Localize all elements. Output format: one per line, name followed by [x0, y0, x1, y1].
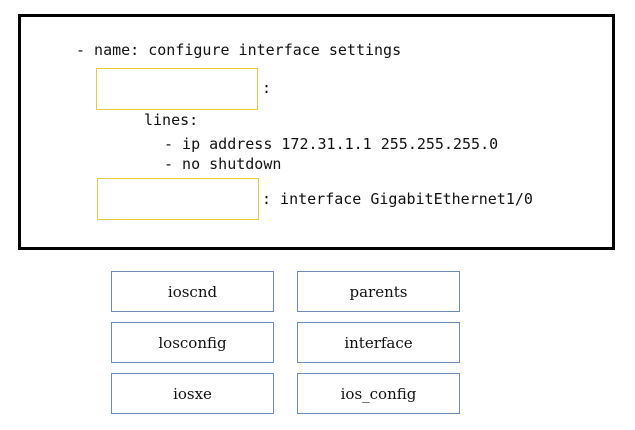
option-interface[interactable]: interface: [297, 322, 460, 363]
name-line: - name: configure interface settings: [76, 41, 402, 59]
drop-target-1-suffix: :: [262, 79, 272, 97]
option-parents[interactable]: parents: [297, 271, 460, 312]
code-panel: - name: configure interface settings : l…: [18, 14, 615, 250]
drop-target-1[interactable]: [96, 68, 258, 110]
drop-target-2-suffix: : interface GigabitEthernet1/0: [262, 190, 533, 208]
ip-address-line: - ip address 172.31.1.1 255.255.255.0: [164, 135, 499, 153]
option-iosxe[interactable]: iosxe: [111, 373, 274, 414]
no-shutdown-line: - no shutdown: [164, 155, 282, 173]
option-losconfig[interactable]: losconfig: [111, 322, 274, 363]
option-ios-config[interactable]: ios_config: [297, 373, 460, 414]
option-ioscnd[interactable]: ioscnd: [111, 271, 274, 312]
drop-target-2[interactable]: [97, 178, 259, 220]
lines-key: lines:: [144, 111, 199, 129]
